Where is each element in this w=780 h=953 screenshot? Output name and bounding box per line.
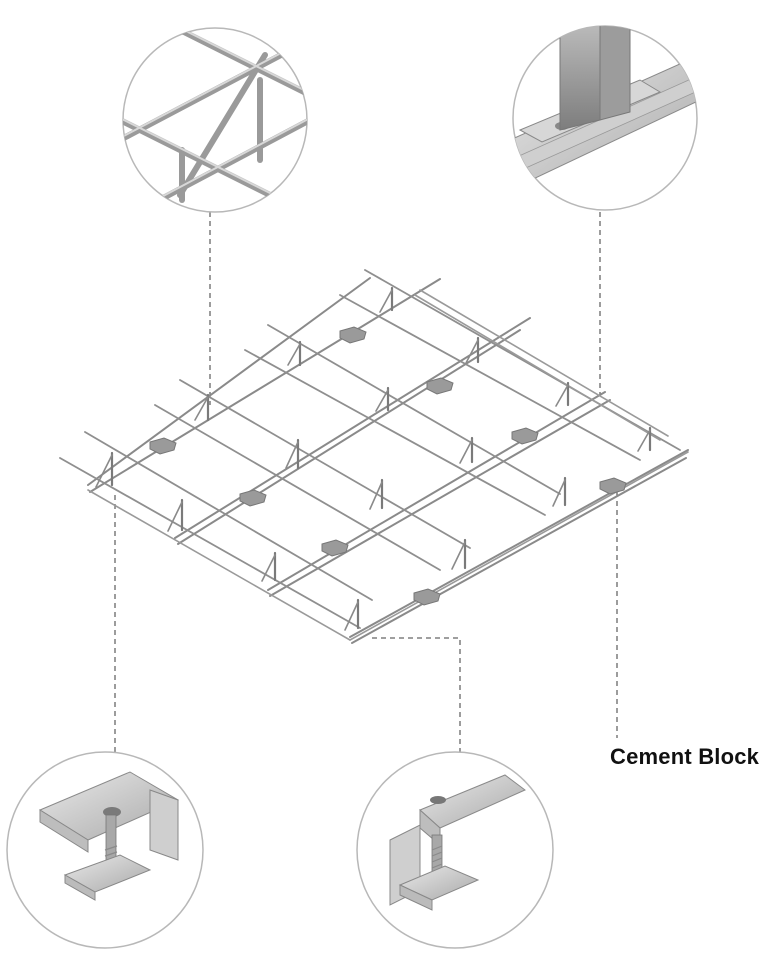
cement-block	[426, 377, 454, 395]
detail-post-foot-on-rail	[512, 25, 698, 211]
cement-block	[339, 326, 367, 344]
leader-line-mid-clamp	[372, 637, 461, 752]
cement-block	[511, 427, 539, 445]
diagonal-braces	[95, 289, 651, 631]
cement-block-label: Cement Block	[610, 744, 760, 769]
detail-end-clamp	[6, 751, 204, 949]
cement-block	[149, 437, 177, 455]
long-rails	[87, 277, 689, 644]
cement-block	[239, 489, 267, 507]
support-posts	[110, 286, 652, 630]
cement-blocks	[149, 326, 627, 606]
detail-truss-joint	[122, 27, 308, 213]
rack-structure	[59, 269, 689, 644]
leader-lines	[114, 212, 618, 752]
cement-block	[413, 588, 441, 606]
base-frame	[87, 289, 689, 641]
cement-block	[321, 539, 349, 557]
detail-mid-clamp	[356, 751, 554, 949]
cement-block	[599, 477, 627, 495]
